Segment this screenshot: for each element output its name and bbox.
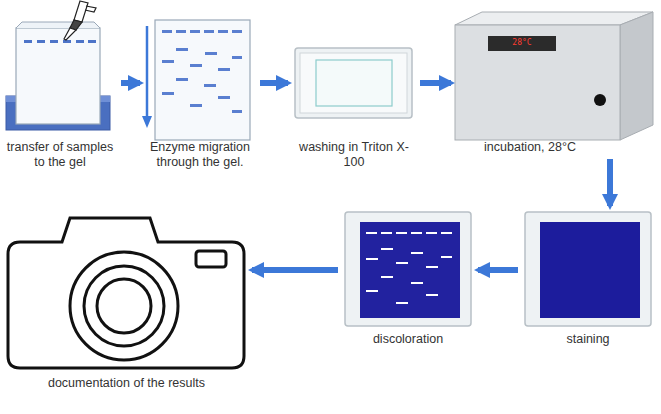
lens-outer (70, 252, 178, 360)
process-step: incubation, 28°C (455, 12, 655, 155)
step-caption: staining (522, 332, 654, 347)
incubator (455, 12, 653, 140)
direction-arrowhead (142, 116, 152, 128)
display (488, 36, 556, 51)
tray (525, 212, 651, 326)
tray (345, 212, 471, 326)
tray (295, 48, 412, 118)
flow-arrow (420, 80, 451, 86)
clear-bands (366, 232, 452, 304)
incubator-side (620, 12, 653, 140)
gel-tank (6, 22, 110, 130)
pipette-tip (64, 28, 76, 40)
direction-arrow (146, 26, 149, 118)
gel-plate-top (16, 22, 100, 28)
process-step: staining (522, 210, 654, 347)
discoloration-tray (345, 212, 471, 326)
lens-middle (84, 266, 164, 346)
flow-arrow (121, 80, 140, 86)
gel-plate (16, 28, 100, 124)
lens-inner (97, 279, 151, 333)
camera (8, 218, 244, 368)
gel-plate (155, 20, 250, 140)
step-caption: Enzyme migration through the gel. (144, 140, 256, 170)
incubator-front (455, 25, 620, 140)
process-step: transfer of samples to the gel (3, 20, 117, 170)
knob (594, 94, 606, 106)
flow-arrow (607, 159, 613, 206)
flow-arrow (260, 80, 288, 86)
display-reading: 28°C (488, 38, 556, 48)
flow-arrow (478, 267, 518, 273)
step-caption: incubation, 28°C (455, 140, 605, 155)
process-step: discoloration (342, 210, 474, 347)
pipette (64, 1, 96, 40)
wells (24, 40, 96, 43)
gel-migration (142, 20, 250, 140)
gel (316, 60, 392, 106)
camera-body (8, 218, 244, 368)
pipette-hook (85, 6, 96, 12)
washing-tray (295, 48, 412, 118)
stained-gel (540, 222, 640, 318)
step-caption: documentation of the results (5, 376, 248, 391)
bands (162, 30, 242, 113)
flow-arrow (252, 267, 338, 273)
process-step: Enzyme migration through the gel. (144, 15, 256, 170)
step-caption: transfer of samples to the gel (3, 140, 117, 170)
step-caption: discoloration (342, 332, 474, 347)
pipette-plunger (74, 1, 88, 22)
process-step: washing in Triton X-100 (292, 40, 416, 170)
tray-inner (300, 53, 407, 113)
viewfinder (196, 251, 226, 267)
step-caption: washing in Triton X-100 (292, 140, 416, 170)
incubator-top (455, 12, 653, 25)
process-step: documentation of the results (5, 212, 248, 391)
destained-gel (360, 222, 460, 318)
staining-tray (525, 212, 651, 326)
